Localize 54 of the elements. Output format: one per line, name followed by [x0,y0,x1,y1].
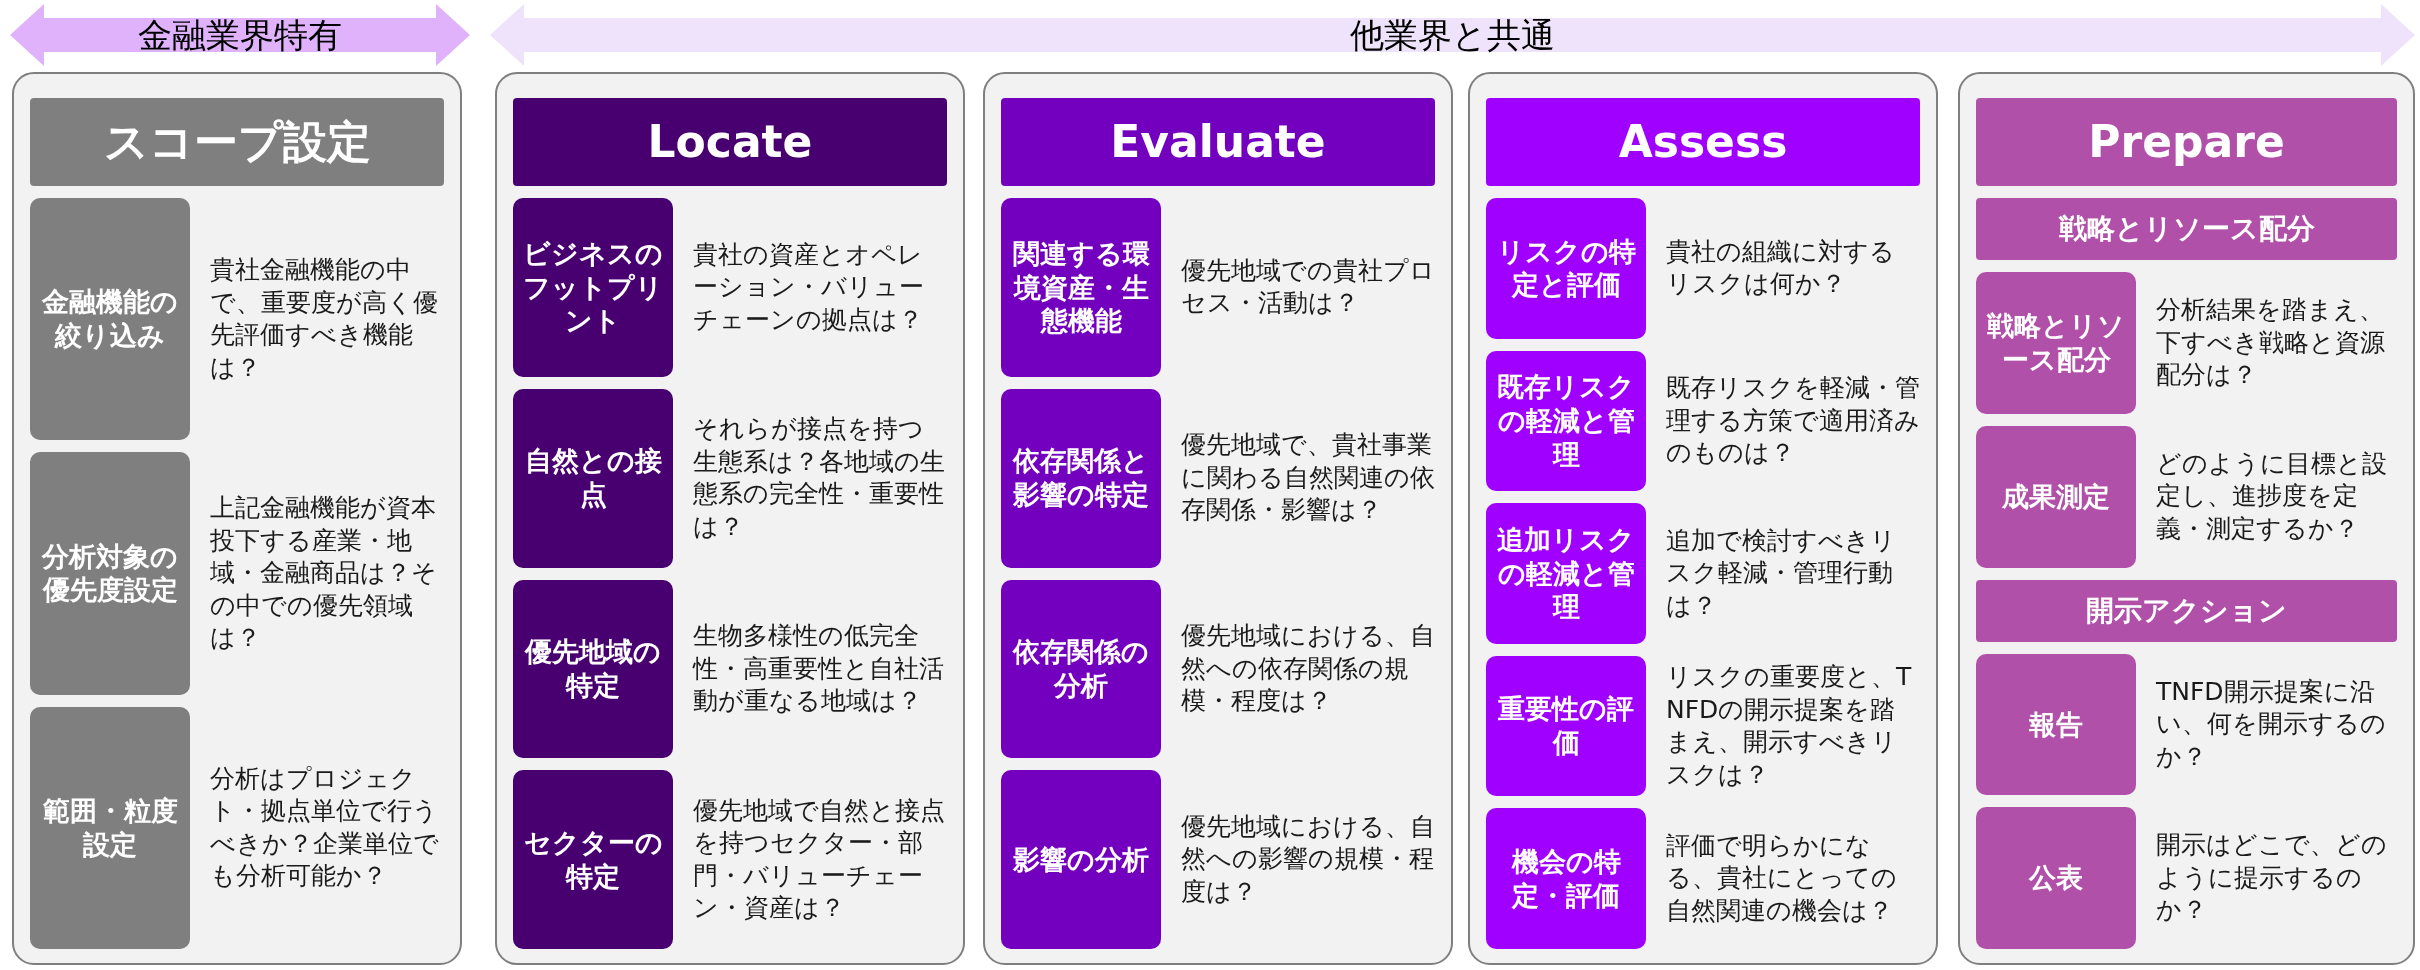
range-label: 他業界と共通 [1350,18,1555,52]
step-question: TNFD開示提案に沿い、何を開示するのか？ [2156,675,2387,773]
step-box: 分析対象の優先度設定 [30,452,190,695]
step-box: 関連する環境資産・生態機能 [1001,198,1161,377]
column-panel [495,72,965,965]
range-label: 金融業界特有 [138,18,342,52]
phase-header: スコープ設定 [30,98,444,186]
step-box: 影響の分析 [1001,770,1161,949]
phase-header: Prepare [1976,98,2397,186]
step-question: どのように目標と設定し、進捗度を定義・測定するか？ [2156,447,2388,545]
step-box: 依存関係と影響の特定 [1001,388,1161,568]
step-question: 追加で検討すべきリスク軽減・管理行動は？ [1666,524,1897,622]
step-question: 上記金融機能が資本投下する産業・地域・金融商品は？その中での優先領域は？ [210,492,438,655]
step-question: 分析はプロジェクト・拠点単位で行うべきか？企業単位でも分析可能か？ [210,762,440,893]
step-question: 貴社の組織に対するリスクは何か？ [1666,235,1896,301]
step-box: 依存関係の分析 [1001,579,1161,759]
step-question: 優先地域で自然と接点を持つセクター・部門・バリューチェーン・資産は？ [693,794,946,925]
section-header: 戦略とリソース配分 [1976,198,2397,260]
step-question: リスクの重要度と、TNFDの開示提案を踏まえ、開示すべきリスクは？ [1666,661,1913,791]
step-box: 戦略とリソース配分 [1976,272,2136,414]
step-question: 優先地域での貴社プロセス・活動は？ [1181,254,1435,320]
column-panel [12,72,462,965]
column-panel [1958,72,2415,965]
step-box: 金融機能の絞り込み [30,198,190,441]
step-box: 公表 [1976,807,2136,949]
step-box: 範囲・粒度設定 [30,706,190,949]
step-box: ビジネスのフットプリント [513,198,673,377]
phase-header: Evaluate [1001,98,1435,186]
phase-header: Locate [513,98,947,186]
section-header: 開示アクション [1976,579,2397,642]
step-box: 追加リスクの軽減と管理 [1486,503,1646,644]
step-box: 機会の特定・評価 [1486,808,1646,949]
step-box: リスクの特定と評価 [1486,198,1646,339]
column-panel [983,72,1453,965]
step-question: 評価で明らかになる、貴社にとっての自然関連の機会は？ [1666,829,1898,927]
step-question: 優先地域で、貴社事業に関わる自然関連の依存関係・影響は？ [1181,429,1435,527]
step-question: 開示はどこで、どのように提示するのか？ [2156,829,2388,927]
step-question: 優先地域における、自然への影響の規模・程度は？ [1181,810,1435,908]
step-question: 既存リスクを軽減・管理する方策で適用済みのものは？ [1666,372,1920,470]
step-box: セクターの特定 [513,770,673,949]
step-question: 貴社金融機能の中で、重要度が高く優先評価すべき機能は？ [210,254,439,384]
step-question: 貴社の資産とオペレーション・バリューチェーンの拠点は？ [693,238,925,336]
step-box: 既存リスクの軽減と管理 [1486,350,1646,492]
step-box: 成果測定 [1976,425,2136,568]
phase-header: Assess [1486,98,1920,186]
column-panel [1468,72,1938,965]
step-box: 重要性の評価 [1486,655,1646,797]
step-question: 生物多様性の低完全性・高重要性と自社活動が重なる地域は？ [693,620,945,718]
step-box: 報告 [1976,653,2136,796]
step-question: 分析結果を踏まえ、下すべき戦略と資源配分は？ [2156,294,2386,392]
step-box: 自然との接点 [513,388,673,568]
step-question: 優先地域における、自然への依存関係の規模・程度は？ [1181,620,1435,718]
step-question: それらが接点を持つ生態系は？各地域の生態系の完全性・重要性は？ [693,413,946,543]
step-box: 優先地域の特定 [513,579,673,759]
